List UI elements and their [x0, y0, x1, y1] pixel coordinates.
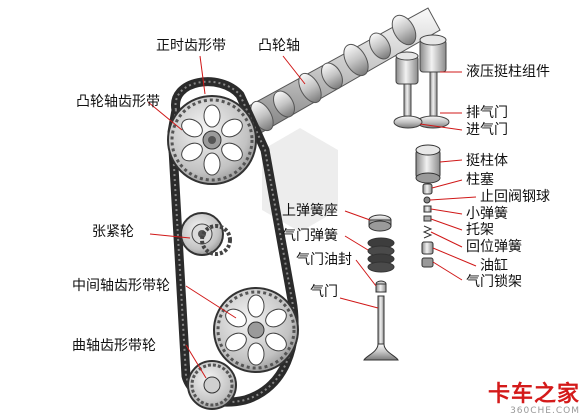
- label-intermediate-shaft-sprocket: 中间轴齿形带轮: [72, 278, 170, 294]
- intermediate-sprocket-part: [213, 287, 299, 373]
- label-oil-cylinder: 油缸: [480, 258, 508, 274]
- label-valve-spring: 气门弹簧: [282, 228, 338, 244]
- label-upper-spring-seat: 上弹簧座: [282, 203, 338, 219]
- leader-valve: [339, 297, 379, 309]
- label-exhaust-valve: 排气门: [466, 105, 508, 121]
- label-bracket: 托架: [466, 222, 494, 238]
- leader-timing-belt: [199, 55, 206, 95]
- background-watermark-logo: [262, 128, 338, 232]
- leader-lock-clip: [432, 261, 463, 281]
- leader-return-spring: [430, 231, 463, 248]
- leader-small-spring: [430, 208, 463, 215]
- label-check-valve-ball: 止回阀钢球: [480, 189, 550, 205]
- label-return-spring: 回位弹簧: [466, 239, 522, 255]
- leader-intermediate: [185, 285, 237, 319]
- camshaft-part: [237, 7, 441, 139]
- leader-oil-cylinder: [432, 247, 477, 267]
- label-timing-belt: 正时齿形带: [156, 38, 226, 54]
- label-small-spring: 小弹簧: [466, 206, 508, 222]
- label-valve-oil-seal: 气门油封: [296, 252, 352, 268]
- leader-camshaft: [282, 55, 306, 85]
- watermark-url: 360CHE.COM: [510, 406, 580, 416]
- label-valve-lock-clip: 气门锁架: [466, 274, 522, 290]
- exploded-lifter-parts: [415, 144, 441, 268]
- tensioner-part: [180, 212, 232, 256]
- label-camshaft-sprocket: 凸轮轴齿形带: [76, 94, 160, 110]
- leader-oil-seal: [355, 259, 377, 287]
- label-camshaft: 凸轮轴: [258, 38, 300, 54]
- leader-intake-valve: [419, 123, 463, 131]
- leader-camshaft-sprocket: [147, 101, 183, 131]
- leader-plunger: [431, 179, 463, 189]
- watermark: 卡车之家 360CHE.COM: [487, 382, 580, 417]
- label-tappet-body: 挺柱体: [466, 153, 508, 169]
- label-crankshaft-sprocket: 曲轴齿形带轮: [72, 338, 156, 354]
- leader-crankshaft: [185, 344, 207, 379]
- leader-valve-spring: [344, 235, 369, 251]
- leader-tappet-body: [439, 159, 463, 163]
- leader-check-ball: [429, 196, 477, 201]
- leader-spring-seat: [344, 210, 371, 221]
- label-tensioner: 张紧轮: [92, 224, 134, 240]
- label-plunger: 柱塞: [466, 172, 494, 188]
- label-intake-valve: 进气门: [466, 122, 508, 138]
- leader-tensioner: [149, 233, 191, 239]
- watermark-brand: 卡车之家: [487, 382, 580, 407]
- label-valve: 气门: [310, 284, 338, 300]
- leader-lines: [147, 55, 477, 379]
- exploded-valve-parts: [363, 214, 399, 361]
- leader-bracket: [430, 218, 463, 231]
- camshaft-sprocket-part: [167, 95, 257, 185]
- crankshaft-sprocket-part: [187, 360, 237, 410]
- label-hydraulic-lifter-assembly: 液压挺柱组件: [466, 64, 550, 80]
